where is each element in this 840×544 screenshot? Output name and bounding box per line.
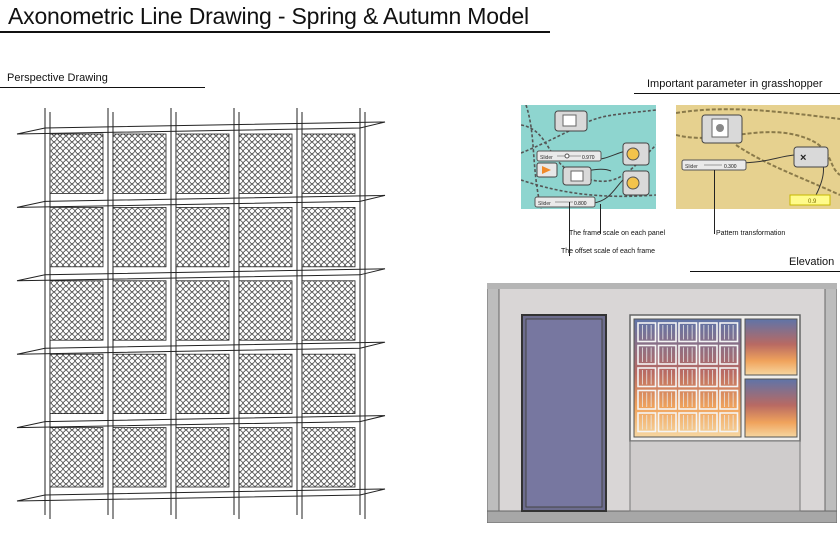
leader-line-frame bbox=[600, 204, 601, 234]
horizontal-frame bbox=[16, 268, 386, 282]
horizontal-frame bbox=[16, 121, 386, 135]
perforated-panel bbox=[175, 207, 230, 268]
grasshopper-canvas-frame: Slider 0.970 Slider 0.800 bbox=[521, 105, 656, 209]
window bbox=[629, 314, 801, 512]
screen-cell bbox=[637, 389, 657, 410]
gh-component-orange bbox=[536, 162, 558, 178]
screen-cell bbox=[657, 389, 677, 410]
screen-cell bbox=[657, 412, 677, 433]
screen-cell bbox=[657, 322, 677, 343]
horizontal-frame bbox=[16, 341, 386, 355]
gh-component-right-b bbox=[622, 170, 650, 196]
screen-cell bbox=[678, 344, 698, 365]
screen-cell bbox=[678, 367, 698, 388]
caption-frame-scale: The frame scale on each panel bbox=[569, 230, 666, 237]
screen-cell bbox=[698, 322, 718, 343]
screen-cell bbox=[698, 344, 718, 365]
perforated-panel bbox=[49, 427, 104, 488]
facade-grid bbox=[16, 108, 386, 519]
perforated-panel bbox=[49, 133, 104, 194]
elevation-underline bbox=[690, 271, 840, 272]
perspective-drawing bbox=[16, 108, 386, 519]
perforated-panel bbox=[301, 207, 356, 268]
screen-cell bbox=[637, 344, 657, 365]
svg-text:Slider: Slider bbox=[538, 201, 551, 207]
perforated-panel bbox=[175, 133, 230, 194]
screen-cell bbox=[637, 322, 657, 343]
screen-cell bbox=[657, 344, 677, 365]
perforated-panel bbox=[301, 280, 356, 341]
perforated-panel bbox=[238, 207, 293, 268]
perforated-panel bbox=[238, 353, 293, 414]
svg-text:0.970: 0.970 bbox=[582, 155, 595, 161]
horizontal-frame bbox=[16, 488, 386, 502]
perforated-panel bbox=[112, 427, 167, 488]
perforated-panel bbox=[301, 353, 356, 414]
screen-cell bbox=[678, 412, 698, 433]
svg-text:×: × bbox=[800, 152, 806, 164]
perforated-panel bbox=[175, 280, 230, 341]
parameters-underline bbox=[634, 93, 840, 94]
elevation-render bbox=[487, 283, 837, 523]
perforated-panel bbox=[49, 280, 104, 341]
title-underline bbox=[0, 31, 550, 33]
gh-slider-offset-scale[interactable]: Slider 0.800 bbox=[534, 196, 596, 208]
screen-cell bbox=[719, 322, 739, 343]
page-title: Axonometric Line Drawing - Spring & Autu… bbox=[8, 3, 529, 29]
svg-text:Slider: Slider bbox=[685, 164, 698, 170]
svg-text:0.300: 0.300 bbox=[724, 164, 737, 170]
gh-panel-output: 0.9 bbox=[789, 194, 831, 206]
svg-text:Slider: Slider bbox=[540, 155, 553, 161]
perforated-panel bbox=[301, 133, 356, 194]
perforated-panel bbox=[301, 427, 356, 488]
perspective-heading: Perspective Drawing bbox=[7, 72, 108, 84]
screen-cell bbox=[719, 367, 739, 388]
perforated-panel bbox=[112, 207, 167, 268]
caption-offset-scale: The offset scale of each frame bbox=[561, 248, 656, 255]
grasshopper-canvas-pattern: × Slider 0.300 0.9 bbox=[676, 105, 840, 209]
screen-cell bbox=[719, 412, 739, 433]
perforated-panel bbox=[112, 133, 167, 194]
screen-cell bbox=[719, 389, 739, 410]
gh-slider-frame-scale[interactable]: Slider 0.970 bbox=[536, 150, 602, 162]
svg-text:0.800: 0.800 bbox=[574, 201, 587, 207]
leader-line-offset bbox=[569, 202, 570, 256]
perforated-panel bbox=[175, 353, 230, 414]
perspective-underline bbox=[0, 87, 205, 88]
svg-text:0.9: 0.9 bbox=[808, 199, 817, 205]
facade-screen bbox=[637, 322, 739, 433]
horizontal-frame bbox=[16, 415, 386, 429]
screen-cell bbox=[698, 412, 718, 433]
elevation-heading: Elevation bbox=[789, 256, 835, 268]
perforated-panel bbox=[238, 427, 293, 488]
perforated-panel bbox=[238, 133, 293, 194]
screen-cell bbox=[719, 344, 739, 365]
gh-component-multiply: × bbox=[793, 146, 829, 168]
parameters-heading: Important parameter in grasshopper bbox=[647, 78, 823, 90]
caption-pattern-transformation: Pattern transformation bbox=[716, 230, 786, 237]
perforated-panel bbox=[238, 280, 293, 341]
gh-component-transform bbox=[701, 114, 743, 144]
perforated-panel bbox=[112, 353, 167, 414]
gh-component-top bbox=[554, 110, 588, 132]
gh-component-mid bbox=[562, 166, 592, 186]
screen-cell bbox=[678, 389, 698, 410]
leader-line-pattern bbox=[714, 170, 715, 234]
screen-cell bbox=[637, 412, 657, 433]
gh-slider-pattern[interactable]: Slider 0.300 bbox=[681, 159, 747, 171]
door bbox=[521, 314, 607, 512]
gh-component-right-a bbox=[622, 142, 650, 166]
screen-cell bbox=[657, 367, 677, 388]
screen-cell bbox=[698, 367, 718, 388]
perforated-panel bbox=[49, 207, 104, 268]
screen-cell bbox=[637, 367, 657, 388]
perforated-panel bbox=[112, 280, 167, 341]
perforated-panel bbox=[49, 353, 104, 414]
screen-cell bbox=[678, 322, 698, 343]
perforated-panel bbox=[175, 427, 230, 488]
horizontal-frame bbox=[16, 194, 386, 208]
screen-cell bbox=[698, 389, 718, 410]
